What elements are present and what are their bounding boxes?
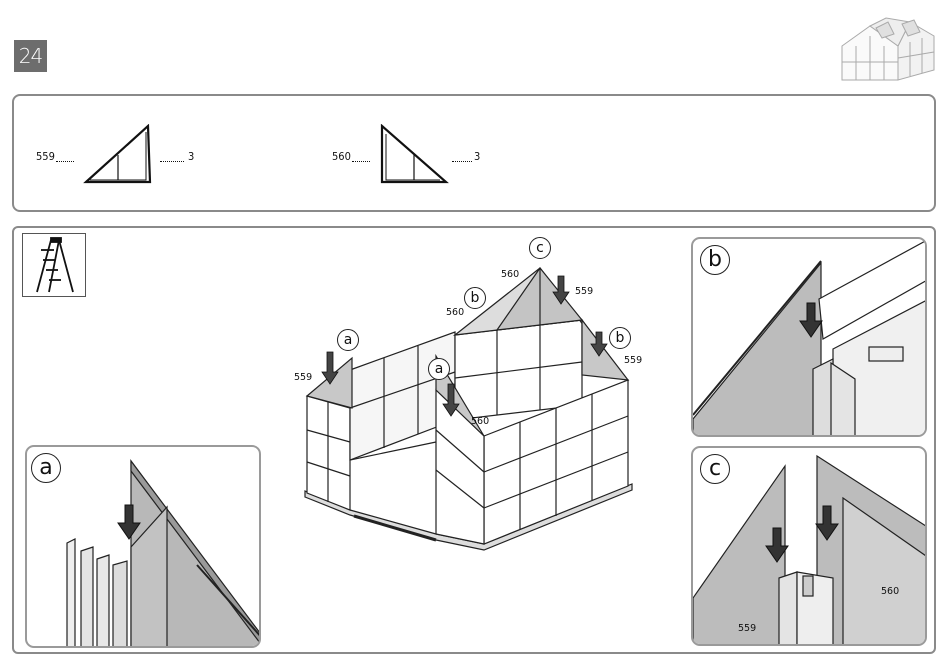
label-560-b: 560 [446, 307, 464, 318]
part-560-icon [378, 124, 450, 186]
detail-a-panel [25, 445, 261, 648]
callout-a-left: a [337, 329, 359, 351]
part-560-qty: 3 [474, 150, 480, 163]
part-559-qty: 3 [188, 150, 194, 163]
ladder-icon-box [22, 233, 86, 297]
detail-c-label: c [700, 454, 730, 484]
part-560-code: 560 [332, 150, 351, 163]
label-559-left: 559 [294, 372, 312, 383]
part-559-code: 559 [36, 150, 55, 163]
callout-a-mid: a [428, 358, 450, 380]
label-560-top: 560 [501, 269, 519, 280]
detail-b-drawing [693, 239, 927, 437]
greenhouse-thumbnail-icon [836, 6, 940, 88]
detail-c-drawing [693, 448, 927, 646]
callout-b-right: b [609, 327, 631, 349]
label-560-mid: 560 [471, 416, 489, 427]
label-559-top: 559 [575, 286, 593, 297]
detail-a-drawing [27, 447, 261, 648]
detail-b-label: b [700, 245, 730, 275]
ladder-icon [23, 234, 85, 296]
step-number: 24 [14, 40, 47, 72]
part-559-icon [82, 124, 154, 186]
callout-c-top: c [529, 237, 551, 259]
label-559-right: 559 [624, 355, 642, 366]
detail-a-label: a [31, 453, 61, 483]
callout-b-left: b [464, 287, 486, 309]
detail-c-559: 559 [738, 623, 756, 634]
detail-c-560: 560 [881, 586, 899, 597]
